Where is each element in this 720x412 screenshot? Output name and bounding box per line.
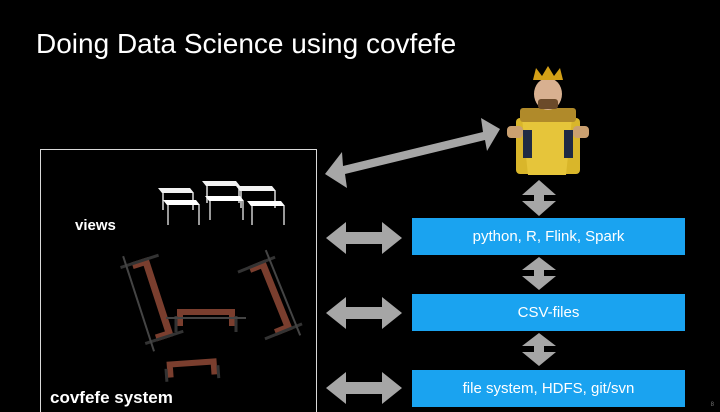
layer-analysis-tools: python, R, Flink, Spark <box>412 218 685 255</box>
layer-csv-files-label: CSV-files <box>517 304 580 321</box>
analysis-tools-arrow <box>326 222 402 254</box>
csv-files-arrow <box>326 297 402 329</box>
storage-arrow <box>326 372 402 404</box>
slide-title: Doing Data Science using covfefe <box>36 28 457 59</box>
king-figure-icon <box>507 66 589 175</box>
views-label: views <box>75 217 116 234</box>
page-number: 8 <box>710 402 714 408</box>
layer-csv-files: CSV-files <box>412 294 685 331</box>
layer-storage-label: file system, HDFS, git/svn <box>462 380 635 397</box>
layer-storage: file system, HDFS, git/svn <box>412 370 685 407</box>
user-system-arrow <box>325 118 500 188</box>
covfefe-system-label: covfefe system <box>50 388 173 407</box>
king-tools-arrow <box>522 180 556 216</box>
tables-icon <box>158 181 285 225</box>
tools-csv-arrow <box>522 257 556 290</box>
covfefe-system-box <box>40 149 317 412</box>
clamp-icon <box>120 249 303 382</box>
layer-analysis-tools-label: python, R, Flink, Spark <box>472 228 625 245</box>
csv-storage-arrow <box>522 333 556 366</box>
